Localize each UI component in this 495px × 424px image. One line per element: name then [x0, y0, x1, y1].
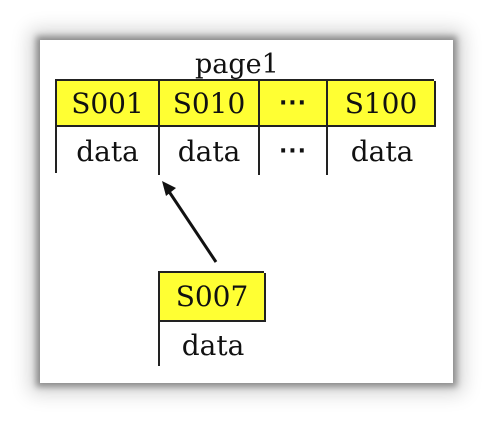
page-title: page1 — [195, 49, 279, 80]
page-key-cell: S010 — [160, 81, 260, 127]
page-key-cell: S100 — [328, 81, 436, 127]
record-key-cell: S007 — [160, 273, 266, 322]
page-table: S001 S010 ··· S100 data data ··· data — [55, 79, 436, 175]
page-value-cell: data — [328, 127, 436, 175]
page-value-cell: data — [160, 127, 260, 175]
page-value-cell: data — [57, 127, 160, 175]
page-key-ellipsis: ··· — [260, 81, 328, 127]
page-key-cell: S001 — [57, 81, 160, 127]
record-value-cell: data — [160, 322, 266, 368]
page-value-ellipsis: ··· — [260, 127, 328, 175]
record-table: S007 data — [158, 271, 266, 368]
